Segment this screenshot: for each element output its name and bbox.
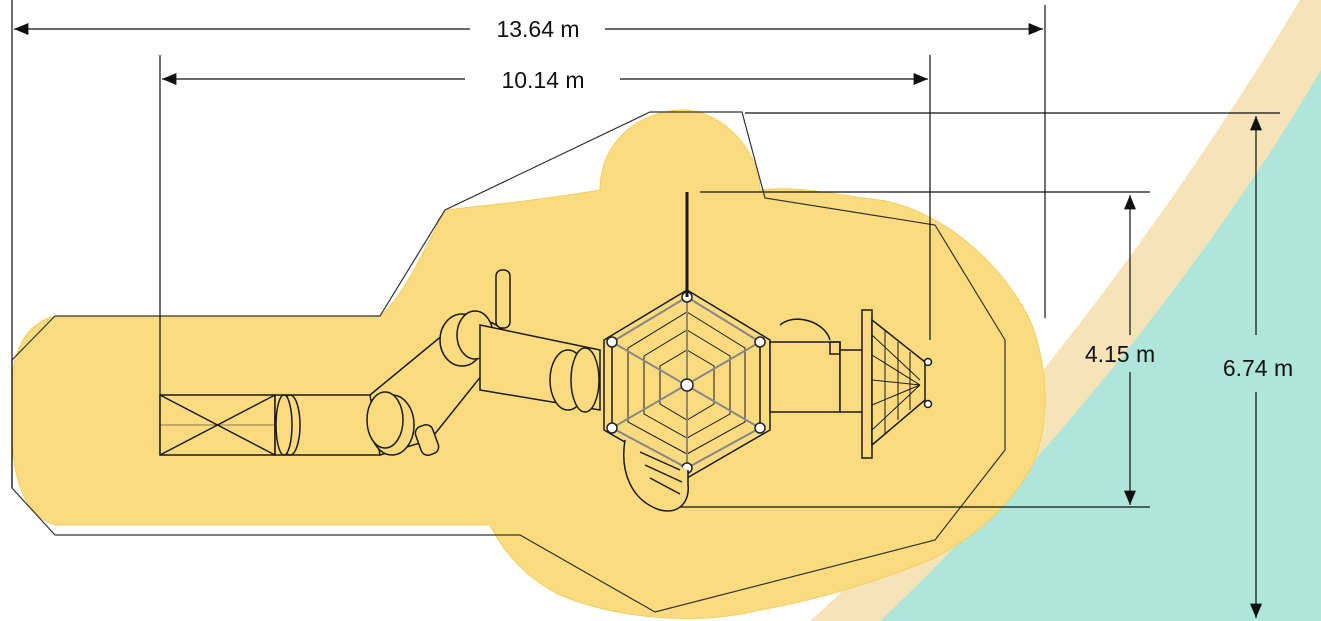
play-equipment	[159, 192, 933, 512]
wave-climber	[623, 439, 689, 512]
slide-exit	[159, 394, 276, 456]
overall-length-label: 13.64 m	[496, 16, 579, 42]
background-bands	[810, 0, 1321, 621]
net-bridge	[769, 318, 865, 413]
cone-net-panel	[861, 309, 933, 459]
hexagonal-spider-net-tower	[603, 192, 771, 479]
structure-width-label: 4.15 m	[1085, 341, 1155, 367]
dimension-lines	[11, 0, 1280, 618]
tube-slide	[274, 269, 601, 456]
structure-length-label: 10.14 m	[501, 67, 584, 93]
teal-band	[880, 70, 1321, 621]
overall-width-label: 6.74 m	[1223, 355, 1293, 381]
sand-band	[810, 0, 1321, 621]
zone-outline	[11, 111, 1006, 613]
